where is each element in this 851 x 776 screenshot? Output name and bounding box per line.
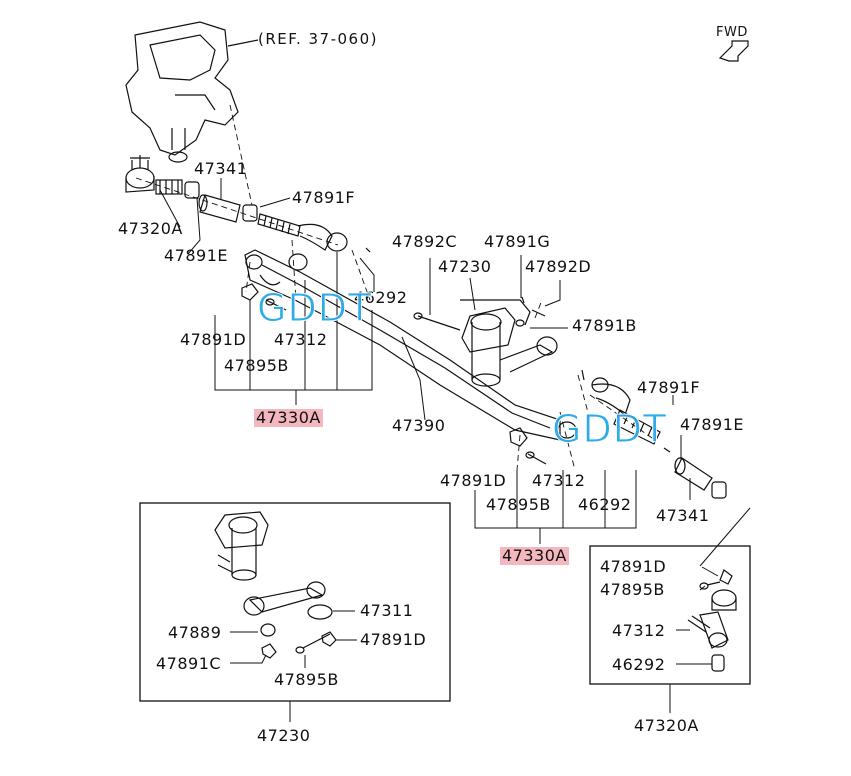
part-label-47892C: 47892C bbox=[392, 232, 458, 251]
part-label-47891B: 47891B bbox=[572, 316, 637, 335]
part-label-47891C: 47891C bbox=[156, 654, 222, 673]
part-label-47891F-top: 47891F bbox=[292, 188, 356, 207]
part-label-47891G: 47891G bbox=[484, 232, 551, 251]
part-label-47895B-top: 47895B bbox=[224, 356, 289, 375]
part-label-47230-box: 47230 bbox=[257, 726, 311, 745]
reference-leader bbox=[227, 39, 259, 47]
part-label-46292-top: 46292 bbox=[354, 288, 408, 307]
part-label-47311: 47311 bbox=[360, 601, 414, 620]
part-label-47320A-rbox: 47320A bbox=[634, 716, 699, 735]
leaders-inset-right bbox=[669, 507, 751, 713]
inset-idler-arm-drawing bbox=[214, 511, 337, 659]
watermark-top: GDDT bbox=[256, 286, 373, 331]
leaders-top-left bbox=[159, 178, 426, 421]
part-label-47895B-rbox: 47895B bbox=[600, 580, 665, 599]
part-label-47330A-mid: 47330A bbox=[500, 546, 569, 565]
center-lines bbox=[135, 104, 656, 471]
part-label-47891E-top: 47891E bbox=[164, 246, 229, 265]
watermark-right: GDDT bbox=[551, 407, 668, 452]
part-label-46292-mid: 46292 bbox=[578, 495, 632, 514]
adjusting-sleeve-left bbox=[198, 194, 258, 223]
tie-rod-end-left bbox=[125, 155, 200, 199]
part-label-47891D-top: 47891D bbox=[180, 330, 247, 349]
reference-note: (REF. 37-060) bbox=[258, 30, 378, 48]
leaders-middle bbox=[429, 255, 691, 544]
part-label-47390: 47390 bbox=[392, 416, 446, 435]
leaders-inset-left bbox=[230, 610, 357, 722]
part-label-47312-top: 47312 bbox=[274, 330, 328, 349]
tie-rod-end-right bbox=[581, 369, 671, 453]
part-label-47341-right: 47341 bbox=[656, 506, 710, 525]
part-label-47312-mid: 47312 bbox=[532, 471, 586, 490]
part-label-47892D: 47892D bbox=[525, 257, 592, 276]
part-label-47230-mid: 47230 bbox=[438, 257, 492, 276]
part-label-47895B-box: 47895B bbox=[274, 670, 339, 689]
forward-arrow bbox=[718, 40, 749, 62]
inset-box-idler-arm bbox=[139, 502, 451, 702]
part-label-47891F-right: 47891F bbox=[637, 378, 701, 397]
part-label-47891D-mid: 47891D bbox=[440, 471, 507, 490]
part-label-47891D-box: 47891D bbox=[360, 630, 427, 649]
relay-rod bbox=[244, 249, 577, 441]
steering-gear-box bbox=[125, 21, 239, 163]
part-label-47891E-right: 47891E bbox=[680, 415, 745, 434]
inset-tie-rod-end-drawing bbox=[687, 569, 737, 672]
part-label-47341-top: 47341 bbox=[194, 159, 248, 178]
forward-label: FWD bbox=[716, 25, 748, 40]
part-label-47889: 47889 bbox=[168, 623, 222, 642]
part-label-47330A-top: 47330A bbox=[254, 408, 323, 427]
nut-and-pin-left bbox=[241, 283, 287, 311]
nut-and-pin-right bbox=[509, 427, 547, 465]
part-label-47312-rbox: 47312 bbox=[612, 621, 666, 640]
adjusting-sleeve-right bbox=[674, 457, 727, 499]
part-label-47320A-top: 47320A bbox=[118, 219, 183, 238]
part-label-47891D-rbox: 47891D bbox=[600, 557, 667, 576]
threaded-rod-left bbox=[257, 213, 371, 271]
part-label-47895B-mid: 47895B bbox=[486, 495, 551, 514]
part-label-46292-rbox: 46292 bbox=[612, 655, 666, 674]
idler-arm-assembly bbox=[413, 296, 558, 387]
